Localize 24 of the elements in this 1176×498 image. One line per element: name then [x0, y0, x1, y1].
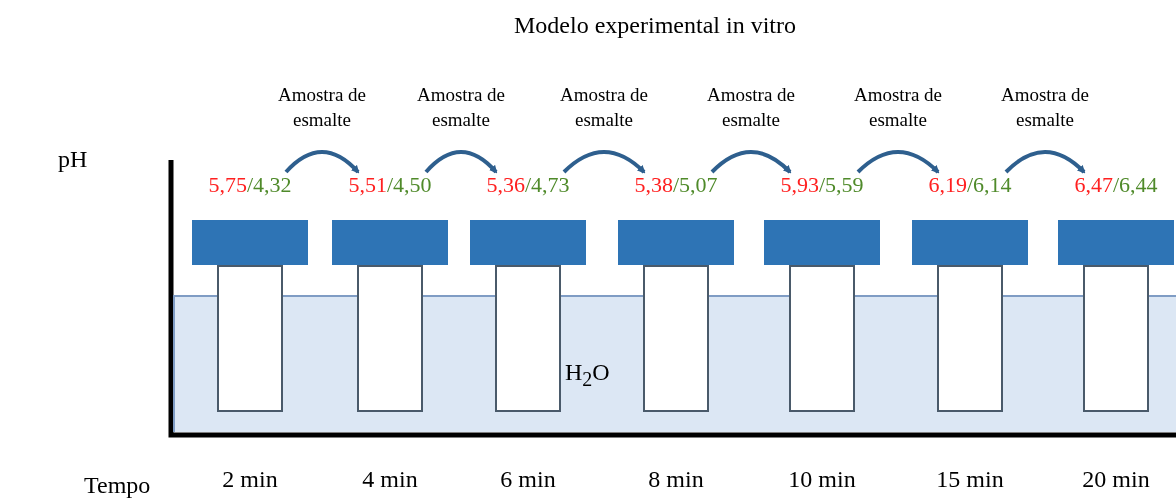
arrow: [1004, 150, 1086, 174]
ph-value: 5,93/5,59: [779, 172, 865, 198]
time-label: 4 min: [361, 466, 419, 493]
arrow: [562, 150, 646, 174]
time-label: 2 min: [221, 466, 279, 493]
arrow: [284, 150, 360, 174]
arrow: [856, 150, 940, 174]
time-label: 10 min: [787, 466, 857, 493]
arrow: [710, 150, 792, 174]
time-label: 8 min: [647, 466, 705, 493]
ph-value: 6,19/6,14: [927, 172, 1013, 198]
water-label: H$_{2}$O: [565, 359, 610, 391]
axis-label: Tempo: [84, 472, 151, 498]
time-label: 20 min: [1081, 466, 1151, 493]
time-label: 15 min: [935, 466, 1005, 493]
ph-value: 5,36/4,73: [485, 172, 571, 198]
time-label: 6 min: [499, 466, 557, 493]
ph-value: 6,47/6,44: [1073, 172, 1159, 198]
axis-label: pH: [58, 146, 88, 173]
title: Modelo experimental in vitro: [513, 12, 797, 39]
ph-value: 5,75/4,32: [207, 172, 293, 198]
ph-value: 5,38/5,07: [633, 172, 719, 198]
arrow: [424, 150, 498, 174]
ph-value: 5,51/4,50: [347, 172, 433, 198]
